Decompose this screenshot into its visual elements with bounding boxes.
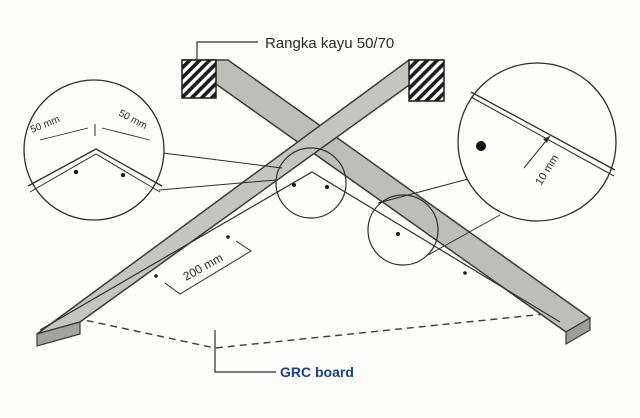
detail-leader-line [377,178,469,204]
detail-leader-line [427,214,501,256]
frame-label-leader [196,41,258,60]
board-label-leader [214,330,276,373]
left-beam-end-hatch [408,59,445,102]
screw-dot [154,274,158,278]
screw-dot [120,172,126,178]
left-timber-beam [36,59,445,347]
joint-detail-circle [23,79,165,221]
right-beam-end-hatch [181,59,217,99]
screw-dot [396,232,400,236]
screw-dot [226,235,230,239]
timber-frame-label: Rangka kayu 50/70 [265,35,394,52]
edge-magnifier-circle [367,194,439,266]
screw-dot [325,185,329,189]
board-label: GRC board [280,364,354,380]
screw-spacing-dimension [164,240,252,295]
board-dashed-outline [74,313,546,349]
screw-dots [154,183,467,278]
board-joint-line [39,171,561,331]
right-timber-beam [181,59,591,346]
screw-dot [476,141,486,151]
screw-dot [292,183,296,187]
edge-detail-circle [457,62,617,222]
detail-leader-line [162,152,283,169]
detail-leader-line [158,179,277,191]
screw-dot [463,271,467,275]
screw-dot [73,169,79,175]
screw-spacing-label: 200 mm [181,250,226,283]
joint-magnifier-circle [275,147,347,219]
